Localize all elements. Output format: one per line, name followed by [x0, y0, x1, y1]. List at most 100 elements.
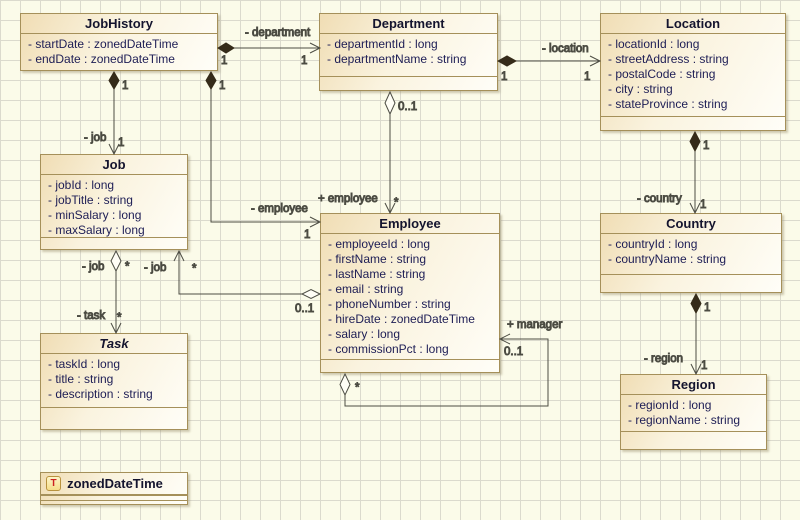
- svg-text:+ manager: + manager: [507, 319, 562, 331]
- datatype-title: zonedDateTime: [67, 476, 163, 491]
- svg-text:1: 1: [221, 55, 227, 67]
- svg-text:- department: - department: [245, 27, 311, 39]
- attributes-compartment: - regionId : long - regionName : string: [621, 395, 766, 431]
- attribute: - hireDate : zonedDateTime: [328, 312, 475, 326]
- attribute: - taskId : long: [48, 357, 121, 371]
- edge-job-task[interactable]: - job * - task *: [77, 249, 131, 335]
- attribute: - minSalary : long: [48, 208, 142, 222]
- svg-text:*: *: [355, 382, 360, 394]
- svg-text:- job: - job: [82, 261, 104, 273]
- svg-text:*: *: [192, 263, 197, 275]
- attribute: - departmentId : long: [327, 37, 438, 51]
- datatype-compartment: [41, 495, 187, 500]
- edge-jobhistory-department[interactable]: - department 1 1: [217, 27, 322, 68]
- operations-compartment: [41, 237, 187, 249]
- attribute: - regionId : long: [628, 398, 712, 412]
- operations-compartment: [601, 116, 785, 130]
- edge-jobhistory-job[interactable]: 1 - job 1: [84, 71, 129, 156]
- svg-text:0..1: 0..1: [295, 303, 314, 315]
- svg-text:0..1: 0..1: [504, 346, 523, 358]
- class-department[interactable]: Department - departmentId : long - depar…: [319, 13, 498, 91]
- class-title: Location: [601, 14, 785, 34]
- attribute: - countryName : string: [608, 252, 727, 266]
- svg-text:1: 1: [301, 55, 307, 67]
- attribute: - maxSalary : long: [48, 223, 145, 237]
- datatype-zoneddatetime[interactable]: T zonedDateTime: [40, 472, 188, 505]
- class-title: Employee: [321, 214, 499, 234]
- svg-text:*: *: [125, 261, 130, 273]
- attribute: - city : string: [608, 82, 673, 96]
- svg-text:1: 1: [304, 229, 310, 241]
- attribute: - postalCode : string: [608, 67, 716, 81]
- class-title: Region: [621, 375, 766, 395]
- svg-text:1: 1: [700, 199, 706, 211]
- edge-employee-job[interactable]: - job * 0..1: [144, 249, 322, 316]
- attributes-compartment: - jobId : long - jobTitle : string - min…: [41, 175, 187, 237]
- attribute: - firstName : string: [328, 252, 427, 266]
- attribute: - commissionPct : long: [328, 342, 449, 356]
- svg-text:1: 1: [122, 80, 128, 92]
- svg-text:*: *: [394, 197, 399, 209]
- class-region[interactable]: Region - regionId : long - regionName : …: [620, 374, 767, 450]
- class-location[interactable]: Location - locationId : long - streetAdd…: [600, 13, 786, 131]
- svg-text:- region: - region: [644, 353, 683, 365]
- svg-text:1: 1: [703, 140, 709, 152]
- datatype-title-row: T zonedDateTime: [41, 473, 187, 495]
- operations-compartment: [321, 359, 499, 372]
- class-title: Job: [41, 155, 187, 175]
- attribute: - phoneNumber : string: [328, 297, 451, 311]
- class-job[interactable]: Job - jobId : long - jobTitle : string -…: [40, 154, 188, 250]
- attribute: - streetAddress : string: [608, 52, 729, 66]
- svg-text:- task: - task: [77, 310, 105, 322]
- attributes-compartment: - employeeId : long - firstName : string…: [321, 234, 499, 359]
- operations-compartment: [41, 407, 187, 429]
- attribute: - jobTitle : string: [48, 193, 133, 207]
- svg-text:- location: - location: [542, 43, 589, 55]
- class-title: Country: [601, 214, 781, 234]
- class-task[interactable]: Task - taskId : long - title : string - …: [40, 333, 188, 430]
- attributes-compartment: - locationId : long - streetAddress : st…: [601, 34, 785, 116]
- attribute: - lastName : string: [328, 267, 426, 281]
- attribute: - endDate : zonedDateTime: [28, 52, 175, 66]
- attributes-compartment: - taskId : long - title : string - descr…: [41, 354, 187, 407]
- attribute: - salary : long: [328, 327, 401, 341]
- edge-location-country[interactable]: 1 - country 1: [637, 130, 710, 215]
- class-country[interactable]: Country - countryId : long - countryName…: [600, 213, 782, 293]
- class-title: Department: [320, 14, 497, 34]
- svg-text:1: 1: [584, 71, 590, 83]
- datatype-icon: T: [46, 476, 61, 491]
- attribute: - stateProvince : string: [608, 97, 728, 111]
- attribute: - locationId : long: [608, 37, 700, 51]
- attribute: - regionName : string: [628, 413, 741, 427]
- svg-text:*: *: [117, 312, 122, 324]
- svg-text:+ employee: + employee: [318, 193, 378, 205]
- operations-compartment: [601, 274, 781, 292]
- attribute: - countryId : long: [608, 237, 698, 251]
- svg-text:0..1: 0..1: [398, 101, 417, 113]
- class-jobhistory[interactable]: JobHistory - startDate : zonedDateTime -…: [20, 13, 218, 71]
- attributes-compartment: - departmentId : long - departmentName :…: [320, 34, 497, 76]
- svg-text:1: 1: [118, 137, 124, 149]
- edge-country-region[interactable]: 1 - region 1: [644, 292, 711, 376]
- svg-text:1: 1: [701, 360, 707, 372]
- attribute: - departmentName : string: [327, 52, 467, 66]
- class-title: Task: [41, 334, 187, 354]
- svg-text:- country: - country: [637, 193, 682, 205]
- edge-jobhistory-employee[interactable]: 1 - employee 1: [205, 71, 322, 242]
- attribute: - description : string: [48, 387, 153, 401]
- attribute: - jobId : long: [48, 178, 115, 192]
- class-employee[interactable]: Employee - employeeId : long - firstName…: [320, 213, 500, 373]
- class-title: JobHistory: [21, 14, 217, 34]
- attribute: - title : string: [48, 372, 114, 386]
- edge-department-employee[interactable]: 0..1 + employee *: [318, 90, 418, 215]
- svg-text:1: 1: [501, 71, 507, 83]
- attribute: - startDate : zonedDateTime: [28, 37, 179, 51]
- edge-department-location[interactable]: - location 1 1: [496, 43, 602, 84]
- attribute: - email : string: [328, 282, 404, 296]
- svg-text:1: 1: [219, 80, 225, 92]
- datatype-compartment: [41, 500, 187, 504]
- operations-compartment: [320, 76, 497, 90]
- attributes-compartment: - countryId : long - countryName : strin…: [601, 234, 781, 274]
- svg-text:- job: - job: [144, 262, 166, 274]
